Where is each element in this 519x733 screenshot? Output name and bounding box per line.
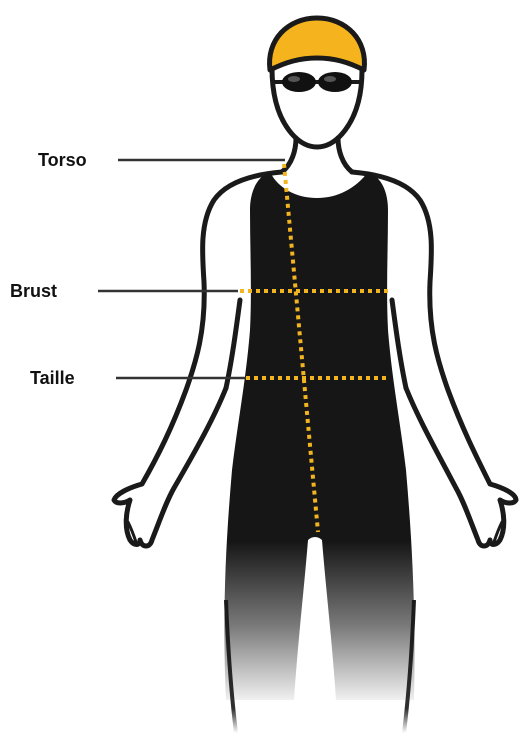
swimsuit bbox=[224, 172, 414, 700]
bust-label: Brust bbox=[10, 281, 57, 301]
waist-label: Taille bbox=[30, 368, 75, 388]
torso-label: Torso bbox=[38, 150, 87, 170]
